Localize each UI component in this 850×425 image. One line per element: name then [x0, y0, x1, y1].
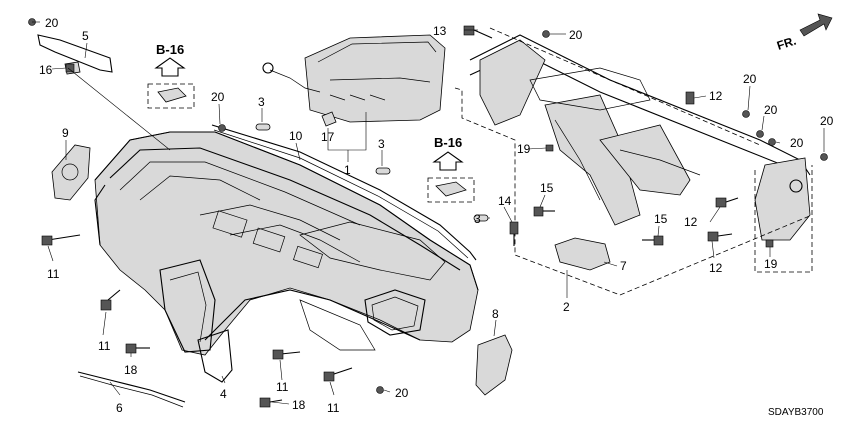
callout-label: 12 [709, 89, 723, 103]
callout-label: 2 [563, 300, 570, 314]
reference-b16-right: B-16 [427, 135, 475, 203]
callout-label: 7 [620, 259, 627, 273]
callout-label: 16 [39, 63, 53, 77]
callout-label: 15 [540, 181, 554, 195]
callout-label: 10 [289, 129, 303, 143]
callout-label: 11 [47, 267, 60, 281]
callout-label: 20 [790, 136, 804, 150]
callout-label: 15 [654, 212, 668, 226]
callout-label: 18 [292, 398, 306, 412]
leader-lines [32, 21, 825, 405]
callout-label: 3 [378, 137, 385, 151]
callout-label: 18 [124, 363, 138, 377]
callout-label: 20 [45, 16, 59, 30]
airbag-module-drawing [262, 34, 446, 123]
callout-label: 19 [517, 142, 531, 156]
reference-b16-left: B-16 [147, 42, 195, 109]
dashboard-top-strip [211, 124, 477, 261]
callout-label: 3 [258, 95, 265, 109]
callout-label: 20 [743, 72, 757, 86]
callout-label: 20 [764, 103, 778, 117]
reference-label: B-16 [156, 42, 184, 57]
side-cover-drawing [475, 334, 513, 396]
callout-label: 6 [116, 401, 123, 415]
callouts: 20 5 16 20 3 10 17 1 3 9 11 11 18 6 4 11… [39, 16, 834, 415]
callout-label: 12 [684, 215, 698, 229]
callout-label: 20 [820, 114, 834, 128]
diagram-code: SDAYB3700 [768, 407, 824, 418]
callout-label: 12 [709, 261, 723, 275]
callout-label: 20 [569, 28, 583, 42]
callout-label: 8 [492, 307, 499, 321]
callout-label: 9 [62, 126, 69, 140]
callout-label: 20 [395, 386, 409, 400]
callout-label: 11 [276, 380, 289, 394]
bracket-5-drawing [37, 34, 113, 73]
callout-label: 14 [498, 194, 512, 208]
instrument-panel-drawing [94, 131, 479, 356]
callout-label: 5 [82, 29, 89, 43]
steering-hanger-drawing [469, 34, 811, 271]
callout-label: 3 [474, 212, 481, 226]
strip-6-drawing [77, 371, 186, 403]
part-9-drawing [51, 144, 91, 201]
part-4-drawing [197, 329, 233, 383]
callout-label: 11 [98, 339, 111, 353]
fasteners [28, 18, 828, 408]
callout-label: 17 [321, 130, 335, 144]
callout-label: 20 [211, 90, 225, 104]
front-direction-indicator: FR. [775, 13, 833, 53]
front-direction-label: FR. [775, 34, 798, 53]
callout-label: 11 [327, 401, 340, 415]
callout-label: 4 [220, 387, 227, 401]
callout-label: 13 [433, 24, 447, 38]
callout-label: 1 [344, 163, 351, 177]
reference-label: B-16 [434, 135, 462, 150]
callout-label: 19 [764, 257, 778, 271]
